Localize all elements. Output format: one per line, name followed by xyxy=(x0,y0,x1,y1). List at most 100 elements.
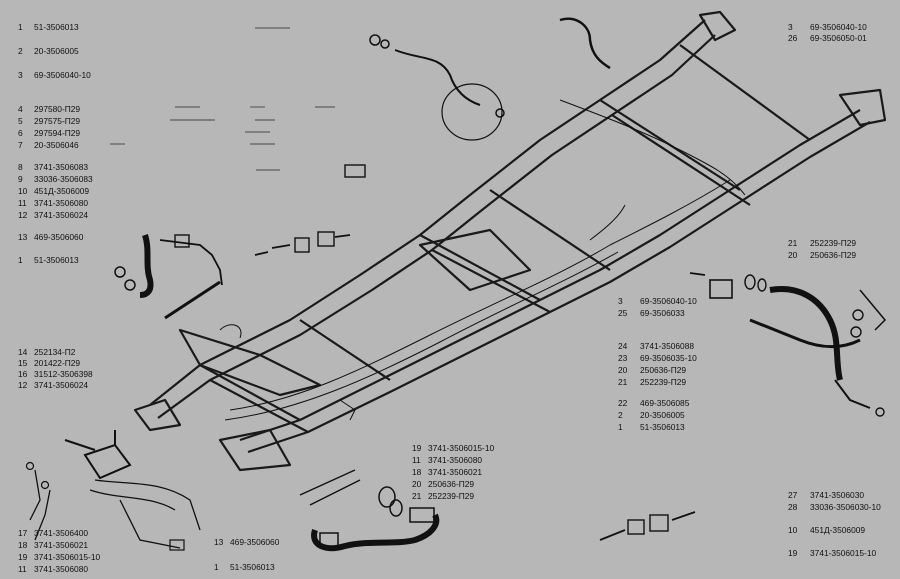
part-code: 3741-3506400 xyxy=(34,528,89,538)
part-number: 21 xyxy=(412,491,422,501)
part-code: 51-3506013 xyxy=(34,22,79,32)
part-number: 19 xyxy=(18,552,28,562)
part-number: 11 xyxy=(18,564,27,574)
part-number: 15 xyxy=(18,358,28,368)
part-number: 12 xyxy=(18,380,28,390)
part-number: 14 xyxy=(18,347,28,357)
lower-left-tee xyxy=(25,430,201,551)
brake-tubing xyxy=(219,99,746,421)
part-number: 20 xyxy=(412,479,422,489)
part-label: 21 252239-П29 xyxy=(412,491,474,501)
part-label: 20 250636-П29 xyxy=(412,479,474,489)
part-number: 4 xyxy=(18,104,23,114)
part-code: 252134-П2 xyxy=(34,347,76,357)
part-number: 28 xyxy=(788,502,798,512)
part-number: 13 xyxy=(18,232,28,242)
part-number: 23 xyxy=(618,353,628,363)
part-code: 3741-3506080 xyxy=(428,455,483,465)
part-label: 25 69-3506033 xyxy=(618,308,685,318)
part-code: 252239-П29 xyxy=(428,491,475,501)
top-hose-assembly xyxy=(369,17,611,141)
part-label: 23 69-3506035-10 xyxy=(618,353,697,363)
part-number: 11 xyxy=(412,455,421,465)
part-code: 297575-П29 xyxy=(34,116,81,126)
part-code: 250636-П29 xyxy=(428,479,475,489)
part-code: 69-3506035-10 xyxy=(640,353,697,363)
part-code: 20-3506046 xyxy=(34,140,79,150)
part-number: 16 xyxy=(18,369,28,379)
part-number: 20 xyxy=(618,365,628,375)
part-code: 469-3506060 xyxy=(230,537,280,547)
left-hose-assembly xyxy=(114,164,366,320)
part-number: 18 xyxy=(18,540,28,550)
part-code: 69-3506033 xyxy=(640,308,685,318)
part-code: 20-3506005 xyxy=(640,410,685,420)
part-code: 252239-П29 xyxy=(810,238,857,248)
part-label: 16 31512-3506398 xyxy=(18,369,93,379)
part-number: 21 xyxy=(618,377,628,387)
part-number: 11 xyxy=(18,198,27,208)
part-number: 13 xyxy=(214,537,224,547)
part-label: 4 297580-П29 xyxy=(18,104,80,114)
part-code: 250636-П29 xyxy=(640,365,687,375)
part-code: 3741-3506015-10 xyxy=(428,443,495,453)
part-code: 51-3506013 xyxy=(34,255,79,265)
part-number: 3 xyxy=(618,296,623,306)
part-number: 26 xyxy=(788,33,798,43)
part-code: 69-3506040-10 xyxy=(810,22,867,32)
part-number: 19 xyxy=(788,548,798,558)
part-number: 17 xyxy=(18,528,28,538)
part-label: 21 252239-П29 xyxy=(618,377,686,387)
part-number: 19 xyxy=(412,443,422,453)
part-code: 3741-3506021 xyxy=(34,540,89,550)
part-label: 8 3741-3506083 xyxy=(18,162,88,172)
part-label: 1 51-3506013 xyxy=(18,22,79,32)
part-number: 24 xyxy=(618,341,628,351)
frame xyxy=(133,10,887,472)
part-number: 1 xyxy=(18,22,23,32)
part-code: 3741-3506015-10 xyxy=(810,548,877,558)
part-code: 297594-П29 xyxy=(34,128,81,138)
part-number: 10 xyxy=(788,525,798,535)
part-code: 51-3506013 xyxy=(640,422,685,432)
part-code: 3741-3506080 xyxy=(34,198,89,208)
part-number: 25 xyxy=(618,308,628,318)
part-number: 18 xyxy=(412,467,422,477)
part-code: 31512-3506398 xyxy=(34,369,93,379)
part-code: 3741-3506015-10 xyxy=(34,552,101,562)
part-code: 297580-П29 xyxy=(34,104,81,114)
part-code: 252239-П29 xyxy=(640,377,687,387)
part-label: 19 3741-3506015-10 xyxy=(412,443,494,453)
part-number: 9 xyxy=(18,174,23,184)
part-number: 8 xyxy=(18,162,23,172)
part-code: 451Д-3506009 xyxy=(34,186,90,196)
part-number: 12 xyxy=(18,210,28,220)
part-code: 3741-3506088 xyxy=(640,341,695,351)
part-code: 69-3506040-10 xyxy=(640,296,697,306)
part-label: 11 3741-3506080 xyxy=(412,455,482,465)
part-code: 469-3506085 xyxy=(640,398,690,408)
part-code: 20-3506005 xyxy=(34,46,79,56)
part-code: 3741-3506083 xyxy=(34,162,89,172)
leader-lines xyxy=(110,27,335,171)
